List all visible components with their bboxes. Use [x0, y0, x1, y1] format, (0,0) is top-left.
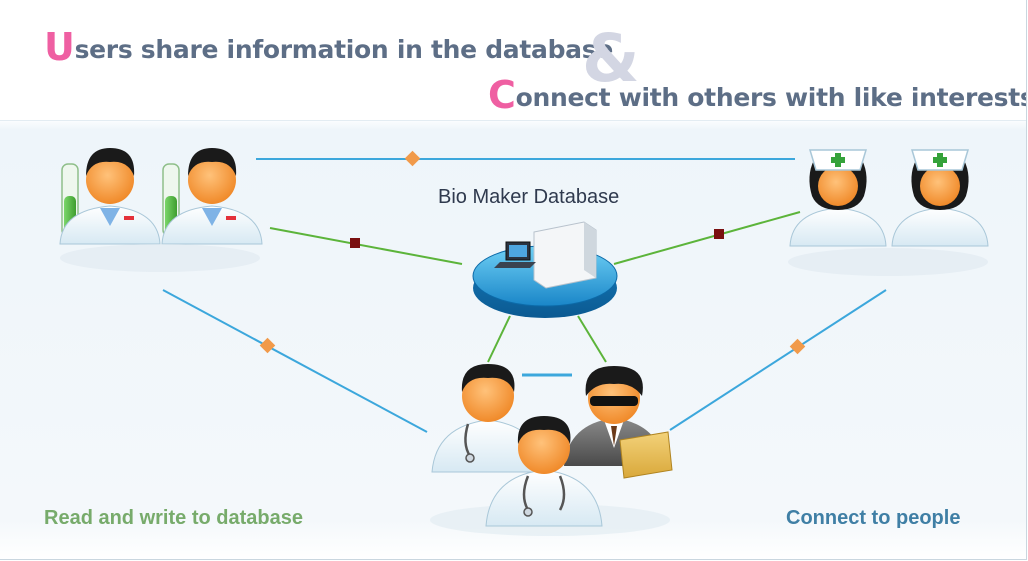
- doctor-group-icon: [430, 364, 673, 536]
- doctor-icon-front: [485, 416, 603, 527]
- scientist-pair-icon: [59, 148, 263, 272]
- headline-line-1: Users share information in the database: [44, 28, 613, 66]
- caption-read-write: Read and write to database: [44, 507, 303, 529]
- headline-initial-c: C: [488, 73, 516, 117]
- link-nurses-group: [669, 289, 887, 431]
- headline-line-2: Connect with others with like interests: [488, 73, 1027, 117]
- scientist-icon-1: [59, 148, 161, 245]
- doctor-icon-left: [431, 364, 545, 473]
- link-marker-left: [259, 337, 276, 354]
- scientist-icon-2: [161, 148, 263, 245]
- database-server-icon: [472, 221, 618, 318]
- db-marker-left: [350, 238, 360, 248]
- link-marker-top: [404, 150, 421, 167]
- headline-line-2-text: onnect with others with like interests: [515, 83, 1027, 112]
- link-database-group-right: [577, 315, 607, 363]
- link-scientists-database: [269, 227, 463, 265]
- headline-line-1-text: sers share information in the database: [74, 35, 614, 64]
- database-label: Bio Maker Database: [438, 186, 620, 208]
- link-scientists-group: [162, 289, 428, 433]
- headline-initial-u: U: [44, 25, 75, 69]
- header-band: [0, 0, 1026, 121]
- detective-icon: [564, 366, 673, 479]
- nurse-icon-1: [789, 149, 887, 247]
- ampersand-mark: &: [582, 20, 640, 97]
- nurse-pair-icon: [788, 149, 989, 276]
- nurse-icon-2: [891, 149, 989, 247]
- db-marker-right: [714, 229, 724, 239]
- link-database-group-left: [487, 315, 511, 363]
- link-nurses-database: [613, 211, 801, 265]
- caption-connect-people: Connect to people: [786, 507, 961, 529]
